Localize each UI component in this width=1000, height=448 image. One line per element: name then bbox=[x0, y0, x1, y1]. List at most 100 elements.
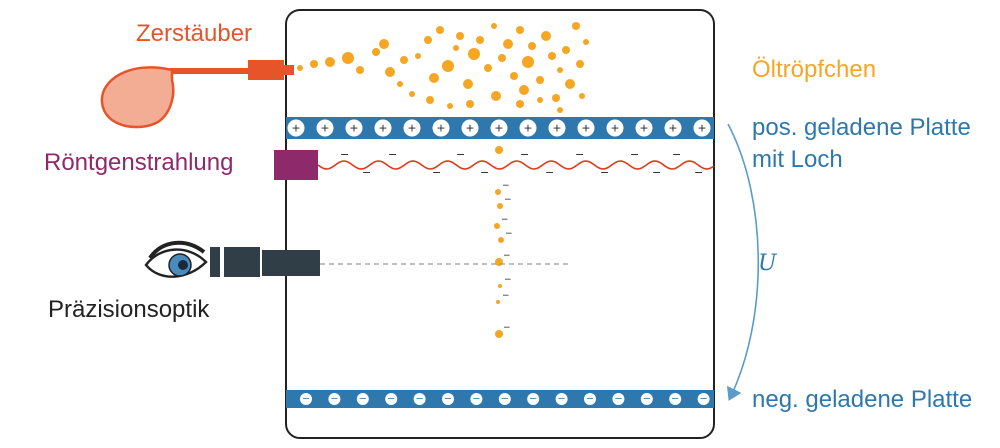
oil-droplet bbox=[548, 52, 556, 60]
negative-charge: − bbox=[387, 394, 395, 405]
oil-droplet bbox=[297, 65, 303, 71]
neg-plate-label: neg. geladene Platte bbox=[752, 386, 973, 413]
oil-droplet bbox=[528, 42, 536, 50]
ionization-charges: −−−−−−−−−−−−−− bbox=[340, 148, 703, 179]
chamber bbox=[285, 9, 715, 439]
negative-charge-dot bbox=[669, 393, 682, 405]
oil-droplet bbox=[583, 39, 589, 45]
negative-charge-dot bbox=[527, 393, 540, 405]
droplet-charge: − bbox=[501, 215, 509, 225]
ion-charge: − bbox=[575, 148, 584, 161]
positive-charge: + bbox=[407, 122, 416, 135]
negative-charge: − bbox=[671, 394, 679, 405]
plate-hole bbox=[286, 118, 306, 138]
oil-droplet bbox=[372, 48, 380, 56]
plate-hole bbox=[605, 118, 625, 138]
positive-charge: + bbox=[349, 122, 358, 135]
negative-charge-dot bbox=[555, 393, 568, 405]
droplet-charge: − bbox=[505, 229, 513, 239]
oil-droplet bbox=[557, 67, 563, 73]
negative-charge: − bbox=[359, 394, 367, 405]
negative-charge-dot bbox=[356, 393, 369, 405]
negative-charge: − bbox=[529, 394, 537, 405]
negative-charge-dot bbox=[640, 393, 653, 405]
droplet-charge: − bbox=[502, 181, 510, 191]
oil-droplet bbox=[503, 39, 513, 49]
negative-charge: − bbox=[586, 394, 594, 405]
oil-droplet bbox=[565, 79, 575, 89]
negative-charge: − bbox=[699, 394, 707, 405]
oil-droplet bbox=[498, 54, 506, 62]
oil-droplet bbox=[310, 60, 318, 68]
voltage-label: U bbox=[758, 251, 777, 276]
negative-charge-dot bbox=[612, 393, 625, 405]
oil-droplet bbox=[484, 64, 492, 72]
ion-charge: − bbox=[340, 148, 349, 161]
oil-droplet bbox=[409, 91, 415, 97]
oil-droplet bbox=[579, 93, 585, 99]
oil-droplet bbox=[415, 53, 421, 59]
negative-charge-dot bbox=[470, 393, 483, 405]
plate-hole bbox=[489, 118, 509, 138]
oil-droplet bbox=[557, 107, 563, 113]
droplets-label: Öltröpfchen bbox=[752, 56, 877, 83]
ion-charge: − bbox=[672, 148, 681, 161]
negative-charges: −−−−−−−−−−−−−−− bbox=[300, 393, 710, 405]
charged-droplet bbox=[495, 146, 503, 154]
negative-charge: − bbox=[501, 394, 509, 405]
negative-charge: − bbox=[614, 394, 622, 405]
oil-droplet bbox=[456, 32, 464, 40]
camera-icon bbox=[210, 247, 320, 277]
oil-droplet bbox=[379, 39, 389, 49]
oil-droplet bbox=[436, 26, 444, 34]
droplet-charge: − bbox=[502, 291, 510, 301]
xray-wave bbox=[317, 160, 715, 170]
negative-charge: − bbox=[302, 394, 310, 405]
positive-charge: + bbox=[668, 122, 677, 135]
positive-charges: +++++++++++++++ bbox=[286, 118, 712, 138]
positive-charge: + bbox=[697, 122, 706, 135]
oil-droplet bbox=[541, 31, 551, 41]
charged-droplet bbox=[494, 223, 500, 229]
oil-droplet bbox=[447, 103, 453, 109]
eye-icon bbox=[144, 240, 208, 278]
oil-droplet bbox=[429, 73, 439, 83]
plate-hole bbox=[402, 118, 422, 138]
oil-droplet bbox=[576, 60, 584, 68]
ion-charge: − bbox=[600, 166, 609, 179]
negative-charge: − bbox=[472, 394, 480, 405]
oil-droplet bbox=[426, 96, 434, 104]
atomizer-label: Zerstäuber bbox=[136, 20, 253, 47]
oil-droplet bbox=[516, 26, 524, 34]
plate-hole bbox=[344, 118, 364, 138]
positive-charge: + bbox=[291, 122, 300, 135]
oil-droplet bbox=[385, 67, 395, 77]
negative-charge-dot bbox=[498, 393, 511, 405]
spray-bulb-icon bbox=[100, 60, 294, 129]
pos-plate-label: pos. geladene Platte bbox=[752, 114, 971, 141]
charged-droplet bbox=[495, 189, 501, 195]
optics-label: Präzisionsoptik bbox=[48, 296, 210, 323]
oil-droplet bbox=[442, 60, 454, 72]
droplet-charge: − bbox=[503, 323, 511, 333]
oil-droplet bbox=[468, 48, 480, 60]
plate-hole bbox=[547, 118, 567, 138]
oil-droplet bbox=[522, 56, 534, 68]
charged-droplet bbox=[497, 203, 503, 209]
plate-hole bbox=[373, 118, 393, 138]
plate-hole bbox=[692, 118, 712, 138]
positive-charge: + bbox=[523, 122, 532, 135]
ion-charge: − bbox=[545, 166, 554, 179]
pos-plate-label-2: mit Loch bbox=[752, 146, 843, 173]
xray-source bbox=[274, 150, 318, 180]
negative-charge: − bbox=[643, 394, 651, 405]
plate-hole bbox=[315, 118, 335, 138]
negative-charge-dot bbox=[442, 393, 454, 405]
negative-charge-dot bbox=[385, 393, 398, 405]
ion-charge: − bbox=[432, 166, 441, 179]
oil-droplet bbox=[552, 94, 560, 102]
oil-droplet bbox=[516, 100, 524, 108]
oil-droplet bbox=[397, 81, 403, 87]
positive-charge: + bbox=[581, 122, 590, 135]
